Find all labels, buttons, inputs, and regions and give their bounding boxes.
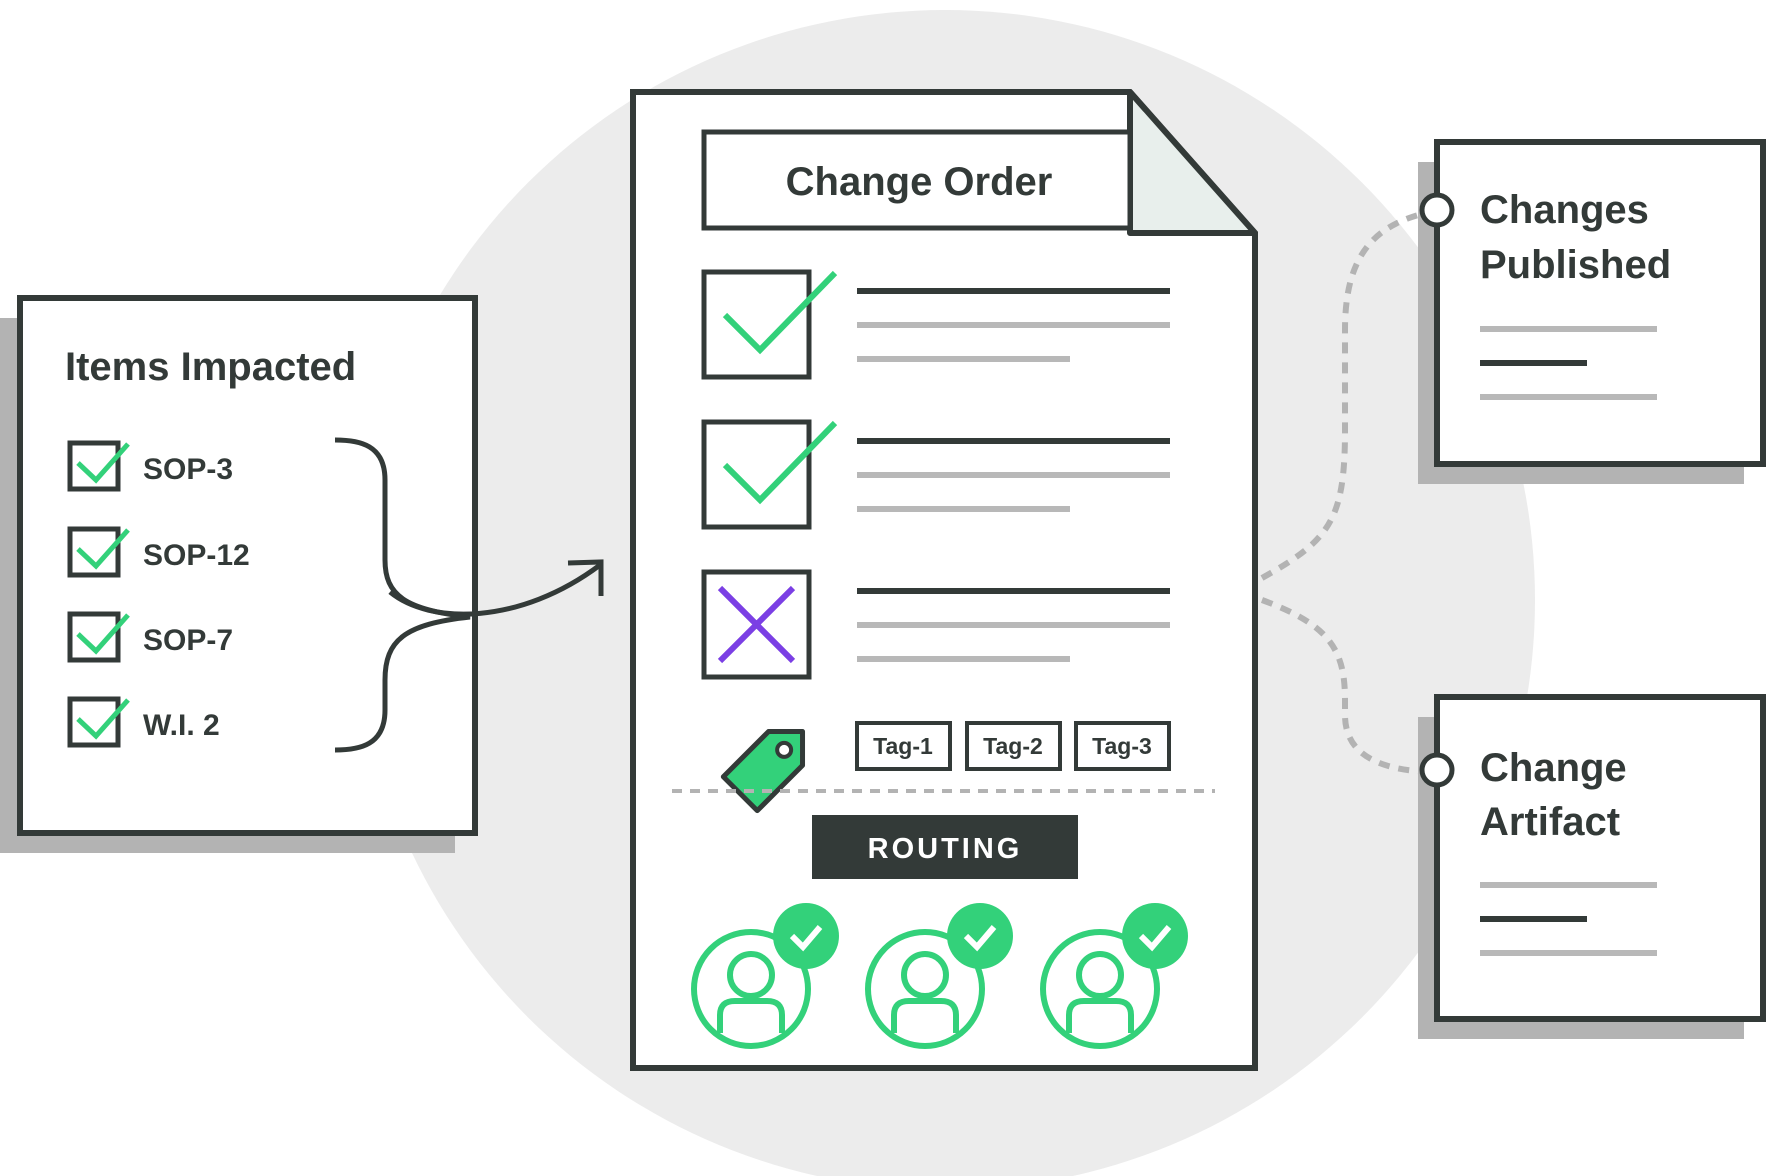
check-icon <box>76 698 130 740</box>
checkbox <box>701 269 812 380</box>
item-row[interactable]: W.I. 2 <box>67 696 220 748</box>
item-label: W.I. 2 <box>143 709 220 742</box>
approved-badge <box>947 903 1013 969</box>
check-icon <box>76 528 130 570</box>
flow-arrow <box>388 562 602 617</box>
change-order-document: Change Order <box>630 89 1258 1071</box>
tag-chip[interactable]: Tag-3 <box>1074 721 1171 771</box>
user-icon <box>727 951 775 999</box>
approver-avatar <box>1040 903 1188 1049</box>
card-body <box>1434 139 1766 467</box>
card-body <box>1434 694 1766 1022</box>
check-icon <box>722 270 838 355</box>
tag-icon <box>720 728 806 814</box>
approved-badge <box>773 903 839 969</box>
user-icon <box>1076 951 1124 999</box>
tag-label: Tag-3 <box>1092 733 1152 759</box>
tag-label: Tag-1 <box>873 733 933 759</box>
check-icon <box>722 420 838 505</box>
card-title-line2: Published <box>1480 243 1671 287</box>
arrow-head-icon <box>567 559 604 596</box>
check-icon <box>963 925 997 952</box>
checklist-row <box>701 419 1170 530</box>
check-icon <box>789 925 823 952</box>
item-label: SOP-12 <box>143 539 250 572</box>
card-title-line1: Changes <box>1480 188 1649 232</box>
connector-node <box>1419 752 1455 788</box>
approved-badge <box>1122 903 1188 969</box>
item-label: SOP-7 <box>143 624 233 657</box>
tag-label: Tag-2 <box>983 733 1043 759</box>
checklist-row <box>701 569 1170 680</box>
tag-chip[interactable]: Tag-2 <box>965 721 1062 771</box>
title-box <box>701 129 1133 231</box>
item-row[interactable]: SOP-7 <box>67 611 233 663</box>
change-order-title: Change Order <box>786 160 1053 204</box>
card-title-line2: Artifact <box>1480 800 1620 844</box>
check-icon <box>76 613 130 655</box>
card-title-line1: Change <box>1480 746 1627 790</box>
check-icon <box>76 442 130 484</box>
routing-label: ROUTING <box>812 815 1078 879</box>
connector-artifact <box>1260 597 1431 775</box>
item-row[interactable]: SOP-3 <box>67 440 233 492</box>
items-impacted-title: Items Impacted <box>65 345 356 389</box>
approver-avatar <box>691 903 839 1049</box>
item-label: SOP-3 <box>143 453 233 486</box>
check-icon <box>1138 925 1172 952</box>
connector-published <box>1260 209 1431 581</box>
connector-node <box>1419 192 1455 228</box>
routing-text: ROUTING <box>868 833 1023 865</box>
item-row[interactable]: SOP-12 <box>67 526 250 578</box>
checklist-row <box>701 269 1170 380</box>
changes-published-card: Changes Published <box>1418 139 1766 484</box>
items-impacted-panel: Items Impacted SOP-3 SOP-12 SOP-7 W.I. 2 <box>0 295 478 853</box>
curly-brace <box>334 437 471 753</box>
checkbox <box>701 419 812 530</box>
approver-avatar <box>865 903 1013 1049</box>
change-artifact-card: Change Artifact <box>1418 694 1766 1039</box>
tag-chip[interactable]: Tag-1 <box>855 721 952 771</box>
x-icon <box>717 585 796 664</box>
user-icon <box>901 951 949 999</box>
